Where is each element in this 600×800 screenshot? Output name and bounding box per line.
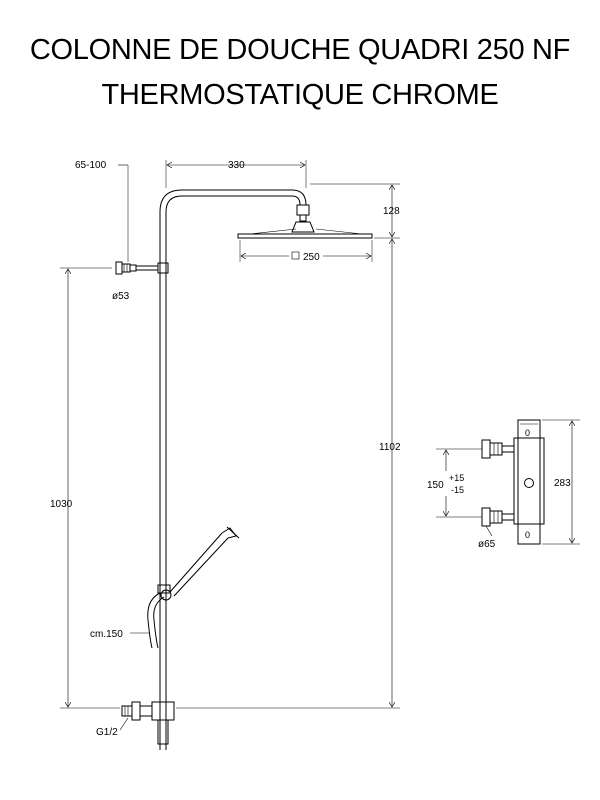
shower-column (159, 189, 373, 745)
total-height-label: 1102 (379, 442, 401, 453)
svg-text:0: 0 (525, 428, 530, 438)
arm-length-label: 330 (228, 160, 245, 171)
inlet-thread-label: G1/2 (96, 727, 118, 738)
inlet-spacing-label: 150 (427, 480, 444, 491)
tolerance-minus-label: -15 (451, 485, 464, 495)
thermostatic-mixer (481, 419, 545, 545)
hose-length-label: cm.150 (90, 629, 123, 640)
bracket-height-label: 1030 (50, 499, 73, 510)
product-title-line-1: COLONNE DE DOUCHE QUADRI 250 NF (29, 34, 571, 66)
product-title-line-2: THERMOSTATIQUE CHROME (101, 79, 499, 111)
bottom-mixer (121, 701, 175, 750)
wall-bracket (115, 261, 169, 275)
head-drop-label: 128 (383, 206, 400, 217)
bracket-diameter-label: ø53 (112, 291, 130, 302)
head-size-label: 250 (303, 252, 320, 263)
hand-shower (147, 526, 240, 649)
mixer-height-label: 283 (554, 478, 571, 489)
wall-distance-label: 65-100 (75, 160, 107, 171)
tolerance-plus-label: +15 (449, 473, 464, 483)
svg-text:0: 0 (525, 530, 530, 540)
eccentric-diameter-label: ø65 (478, 539, 496, 550)
